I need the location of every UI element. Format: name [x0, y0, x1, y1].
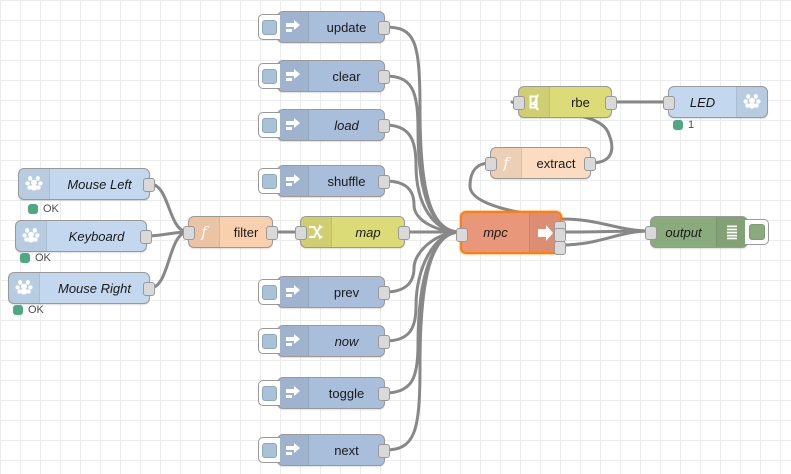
output-port[interactable] [584, 157, 596, 171]
inject-arrow-icon [278, 326, 309, 356]
inject-node-update[interactable]: update [258, 11, 390, 43]
status-text: 1 [688, 119, 695, 131]
function-node-filter[interactable]: f filter [183, 216, 278, 248]
node-label: next [334, 442, 359, 458]
raspberry-pi-icon [19, 169, 50, 199]
inject-arrow-icon [278, 110, 309, 140]
output-port[interactable] [378, 70, 390, 84]
raspberry-pi-icon [16, 221, 47, 251]
inject-node-load[interactable]: load [258, 109, 390, 141]
node-label: map [355, 224, 381, 240]
status-text: OK [35, 252, 51, 264]
output-port[interactable] [378, 444, 390, 458]
output-port[interactable] [378, 387, 390, 401]
output-port[interactable] [605, 96, 617, 110]
status-mouse-left: OK [28, 203, 59, 215]
output-port[interactable] [143, 178, 155, 192]
inject-button[interactable] [258, 437, 280, 463]
output-port[interactable] [378, 21, 390, 35]
input-port[interactable] [485, 157, 497, 171]
inject-button[interactable] [258, 168, 280, 194]
raspberry-pi-icon [736, 87, 767, 117]
output-port-1[interactable] [554, 228, 566, 242]
node-label: LED [689, 94, 716, 110]
input-port[interactable] [295, 226, 307, 240]
inject-button[interactable] [258, 380, 280, 406]
status-led: 1 [673, 119, 694, 131]
status-keyboard: OK [20, 252, 51, 264]
output-port[interactable] [378, 119, 390, 133]
node-label: extract [536, 155, 576, 171]
node-label: Mouse Right [58, 280, 131, 296]
inject-button[interactable] [258, 63, 280, 89]
input-port[interactable] [513, 96, 525, 110]
status-dot [13, 305, 23, 315]
debug-toggle-button[interactable] [745, 219, 769, 245]
output-port[interactable] [266, 226, 278, 240]
status-dot [20, 253, 30, 263]
output-port[interactable] [143, 282, 155, 296]
input-port[interactable] [183, 226, 195, 240]
node-label: load [334, 117, 359, 133]
rbe-node[interactable]: rbe [513, 86, 617, 118]
input-port[interactable] [663, 96, 675, 110]
inject-node-now[interactable]: now [258, 325, 390, 357]
inject-arrow-icon [278, 166, 309, 196]
rpi-node-mouse-left[interactable]: Mouse Left [18, 168, 155, 200]
node-label: Mouse Left [67, 176, 132, 192]
input-port[interactable] [456, 228, 468, 242]
status-mouse-right: OK [13, 304, 44, 316]
node-label: prev [333, 284, 360, 300]
inject-button[interactable] [258, 279, 280, 305]
svg-text:f: f [200, 223, 209, 241]
mpc-node[interactable]: mpc [456, 211, 566, 255]
node-label: filter [233, 224, 259, 240]
node-label: toggle [328, 385, 365, 401]
inject-button[interactable] [258, 328, 280, 354]
inject-node-clear[interactable]: clear [258, 60, 390, 92]
inject-arrow-icon [278, 277, 309, 307]
inject-button[interactable] [258, 112, 280, 138]
switch-node-map[interactable]: map [295, 216, 410, 248]
status-dot [28, 204, 38, 214]
rpi-node-led[interactable]: LED [663, 86, 768, 118]
inject-arrow-icon [278, 61, 309, 91]
node-label: rbe [571, 94, 590, 110]
inject-arrow-icon [278, 435, 309, 465]
rpi-node-mouse-right[interactable]: Mouse Right [8, 272, 155, 304]
output-port[interactable] [378, 286, 390, 300]
output-port[interactable] [398, 226, 410, 240]
node-label: now [334, 333, 359, 349]
node-label: update [326, 19, 367, 35]
inject-node-shuffle[interactable]: shuffle [258, 165, 390, 197]
output-port[interactable] [140, 230, 152, 244]
debug-node-output[interactable]: output [645, 216, 769, 248]
output-port-2[interactable] [554, 241, 566, 255]
input-port[interactable] [645, 226, 657, 240]
svg-text:f: f [502, 154, 511, 172]
status-text: OK [43, 203, 59, 215]
node-label: Keyboard [68, 228, 125, 244]
status-dot [673, 120, 683, 130]
inject-arrow-icon [278, 12, 309, 42]
inject-button[interactable] [258, 14, 280, 40]
inject-node-prev[interactable]: prev [258, 276, 390, 308]
node-label: clear [332, 68, 361, 84]
raspberry-pi-icon [9, 273, 40, 303]
rpi-node-keyboard[interactable]: Keyboard [15, 220, 152, 252]
inject-node-toggle[interactable]: toggle [258, 377, 390, 409]
debug-lines-icon [716, 217, 747, 247]
status-text: OK [28, 304, 44, 316]
node-label: output [665, 224, 702, 240]
output-port[interactable] [378, 335, 390, 349]
output-port[interactable] [378, 175, 390, 189]
inject-arrow-icon [278, 378, 309, 408]
inject-node-next[interactable]: next [258, 434, 390, 466]
node-label: mpc [483, 225, 508, 240]
function-node-extract[interactable]: f extract [485, 147, 596, 179]
node-label: shuffle [327, 173, 366, 189]
